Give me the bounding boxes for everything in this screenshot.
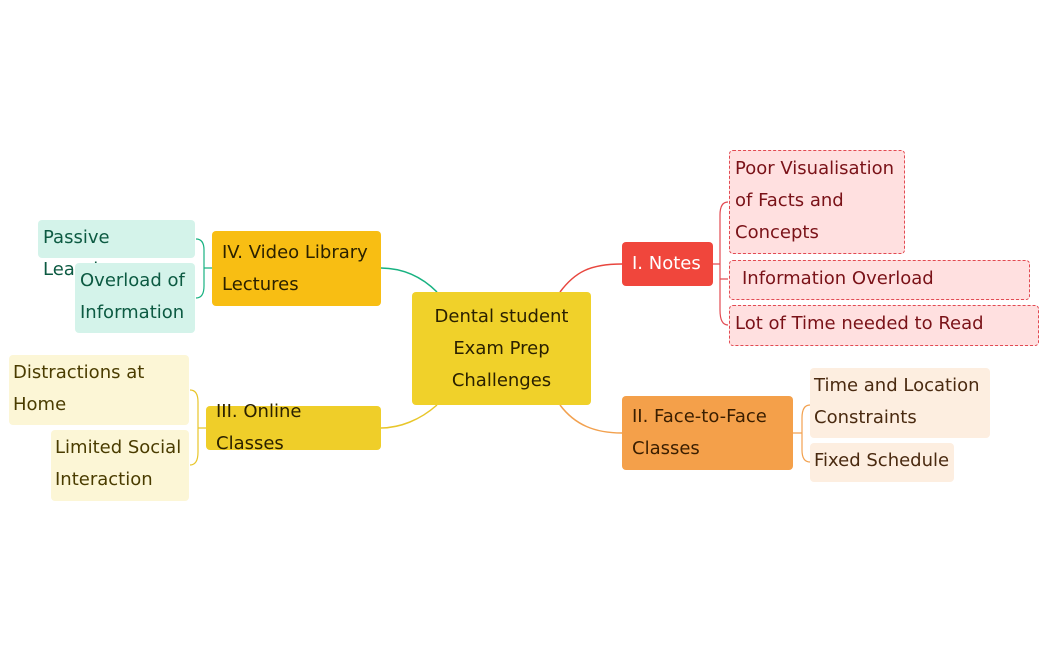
branch-face-to-face[interactable]: II. Face-to-Face Classes [622,396,793,470]
leaf-fixed-schedule[interactable]: Fixed Schedule [810,443,954,482]
leaf-poor-visualisation[interactable]: Poor Visualisation of Facts and Concepts [729,150,905,254]
leaf-time-location[interactable]: Time and Location Constraints [810,368,990,438]
leaf-passive-learning[interactable]: Passive Learning [38,220,195,280]
branch-notes[interactable]: I. Notes [622,242,713,286]
leaf-overload-information[interactable]: Overload of Information [75,263,195,333]
connector-video-children [195,238,212,299]
connector-online-children [189,389,206,466]
connector-notes [559,263,623,293]
connector-video [379,267,438,293]
branch-video-library[interactable]: IV. Video Library Lectures [212,231,381,306]
leaf-information-overload[interactable]: Information Overload [729,260,1030,300]
leaf-time-to-read[interactable]: Lot of Time needed to Read [729,305,1039,346]
branch-online-classes[interactable]: III. Online Classes [206,401,381,454]
connector-face-children [793,404,811,463]
central-topic[interactable]: Dental student Exam Prep Challenges [412,292,591,405]
connector-online [379,404,438,429]
leaf-distractions[interactable]: Distractions at Home [9,355,189,425]
connector-notes-children [712,201,729,326]
connector-face [559,404,623,434]
leaf-limited-social[interactable]: Limited Social Interaction [51,430,189,501]
